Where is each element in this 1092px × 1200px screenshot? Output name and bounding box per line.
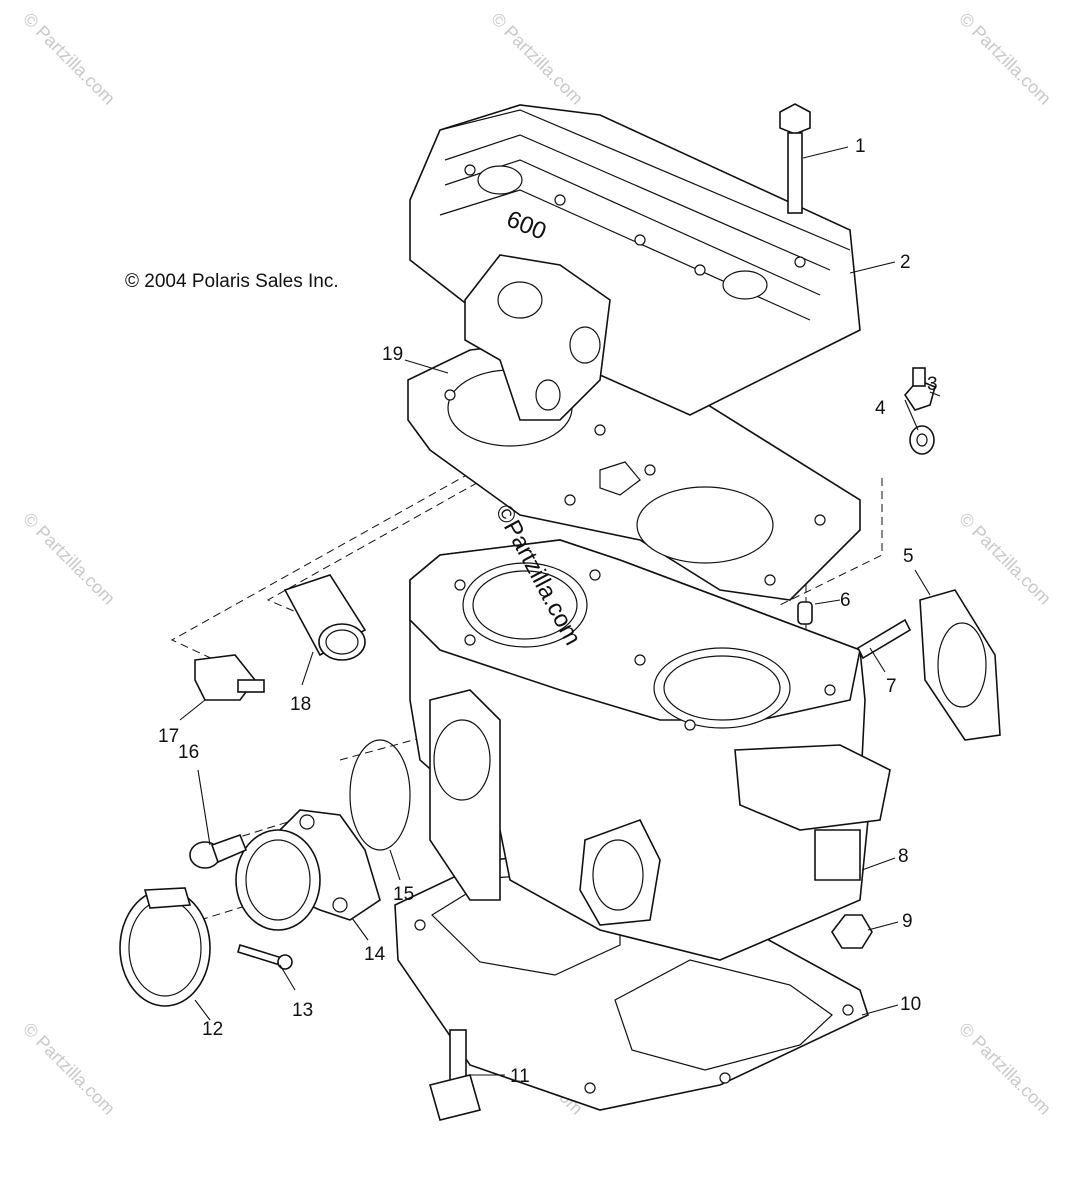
watermark-top-left: © Partzilla.com [19,9,119,109]
part-clamp-screw [237,943,293,970]
part-hose-clamp [119,887,211,1007]
callout-13: 13 [292,1000,313,1021]
callout-2: 2 [900,252,911,273]
part-exhaust-gasket [919,589,1001,741]
part-elbow-fitting [429,1029,481,1121]
callout-7: 7 [886,676,897,697]
copyright-text: © 2004 Polaris Sales Inc. [125,271,339,292]
callout-1: 1 [855,136,866,157]
watermark-bottom-right: © Partzilla.com [955,1019,1055,1119]
callout-5: 5 [903,546,914,567]
callout-8: 8 [898,846,909,867]
part-flange-screw [189,833,248,869]
part-flange-nut [831,914,873,949]
callout-11: 11 [510,1066,530,1087]
part-temp-sensor [194,654,265,701]
callout-12: 12 [202,1019,223,1040]
watermark-bottom-left: © Partzilla.com [19,1019,119,1119]
callout-10: 10 [900,994,921,1015]
callout-19: 19 [382,344,403,365]
part-exhaust-stud [856,618,912,660]
part-o-ring [349,739,411,851]
callout-14: 14 [364,944,386,965]
callout-15: 15 [393,884,414,905]
leader-lines [179,146,941,1076]
callout-9: 9 [902,911,913,932]
part-thermostat-sleeve [283,574,367,661]
callout-4: 4 [875,398,886,419]
watermark-top-right: © Partzilla.com [955,9,1055,109]
watermark-mid-right: © Partzilla.com [955,509,1055,609]
part-drain-bolt [903,367,936,411]
callout-16: 16 [178,742,199,763]
callout-labels: 1 2 3 4 5 6 7 8 9 10 11 12 13 14 15 16 1… [158,136,938,1087]
watermark-top-center: © Partzilla.com [487,9,587,109]
part-sealing-washer [909,425,935,455]
part-head-bolt [779,103,811,214]
part-cylinder-block [409,539,891,961]
part-intake-flange [235,809,381,931]
callout-17: 17 [158,726,179,747]
part-cylinder-head: 600 [409,104,861,421]
part-dowel-pin [797,601,813,625]
watermark-mid-left: © Partzilla.com [19,509,119,609]
callout-18: 18 [290,694,311,715]
callout-3: 3 [927,374,938,395]
callout-6: 6 [840,590,851,611]
